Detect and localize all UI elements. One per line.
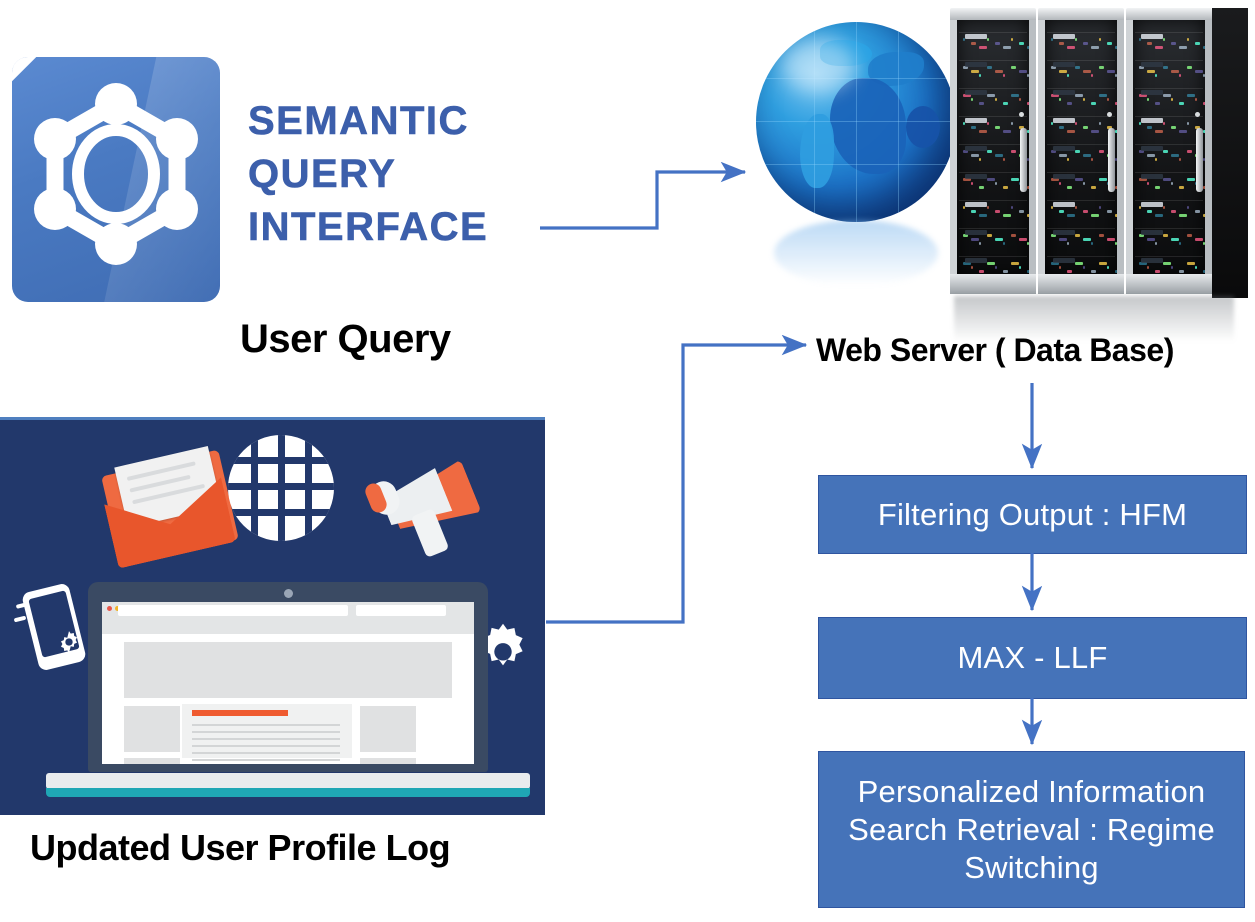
- globe-graticule: [756, 22, 956, 222]
- laptop-base: [46, 773, 530, 789]
- flow-box-personalized-search[interactable]: Personalized Information Search Retrieva…: [818, 751, 1245, 908]
- logo-tile: [12, 57, 220, 302]
- gear-icon: [60, 631, 78, 653]
- page-article-block: [182, 704, 352, 761]
- arrow-profile-to-server: [546, 334, 808, 624]
- server-rack: [1038, 8, 1124, 298]
- updated-user-profile-log-illustration: [0, 417, 545, 815]
- web-server-caption: Web Server ( Data Base): [816, 332, 1174, 368]
- gear-icon: [483, 623, 523, 666]
- laptop-lid: [88, 582, 488, 772]
- page-side-block: [124, 758, 180, 764]
- page-side-block: [360, 706, 416, 752]
- wordmark-line-3: INTERFACE: [248, 205, 489, 250]
- laptop-screen: [102, 602, 474, 764]
- megaphone-icon: [362, 453, 496, 558]
- semantic-query-interface-logo: [12, 57, 220, 302]
- updated-user-profile-log-caption: Updated User Profile Log: [30, 827, 451, 868]
- server-reflection: [954, 296, 1234, 342]
- panel-top-edge: [0, 417, 545, 420]
- server-racks-image: [950, 8, 1250, 342]
- page-hero-block: [124, 642, 452, 698]
- browser-chrome: [102, 602, 474, 634]
- page-side-block: [124, 706, 180, 752]
- wordmark-line-1: SEMANTIC: [248, 99, 469, 144]
- semantic-graph-icon: [34, 82, 198, 265]
- flow-box-filtering-output[interactable]: Filtering Output : HFM: [818, 475, 1247, 554]
- user-query-caption: User Query: [240, 317, 451, 361]
- flow-box-max-llf[interactable]: MAX - LLF: [818, 617, 1247, 699]
- logo-wordmark: SEMANTIC QUERY INTERFACE: [248, 95, 548, 254]
- globe-highlight: [782, 40, 856, 92]
- browser-search-bar: [356, 605, 446, 616]
- wire-globe-icon: [228, 435, 334, 541]
- globe-reflection: [774, 220, 938, 286]
- envelope-icon: [101, 445, 239, 554]
- server-rack: [950, 8, 1036, 298]
- blue-globe-icon: [748, 14, 966, 314]
- laptop-camera: [284, 589, 293, 598]
- globe-sphere: [756, 22, 956, 222]
- arrow-query-to-globe: [540, 161, 747, 230]
- wordmark-line-2: QUERY: [248, 152, 397, 197]
- laptop-browser-illustration: [46, 582, 530, 797]
- page-side-block: [360, 758, 416, 764]
- server-rack-side: [1212, 8, 1248, 298]
- laptop-foot: [46, 788, 530, 797]
- smartphone-gear-icon: [13, 582, 87, 673]
- browser-address-bar: [118, 605, 348, 616]
- article-headline-rule: [192, 710, 288, 716]
- server-rack: [1126, 8, 1212, 298]
